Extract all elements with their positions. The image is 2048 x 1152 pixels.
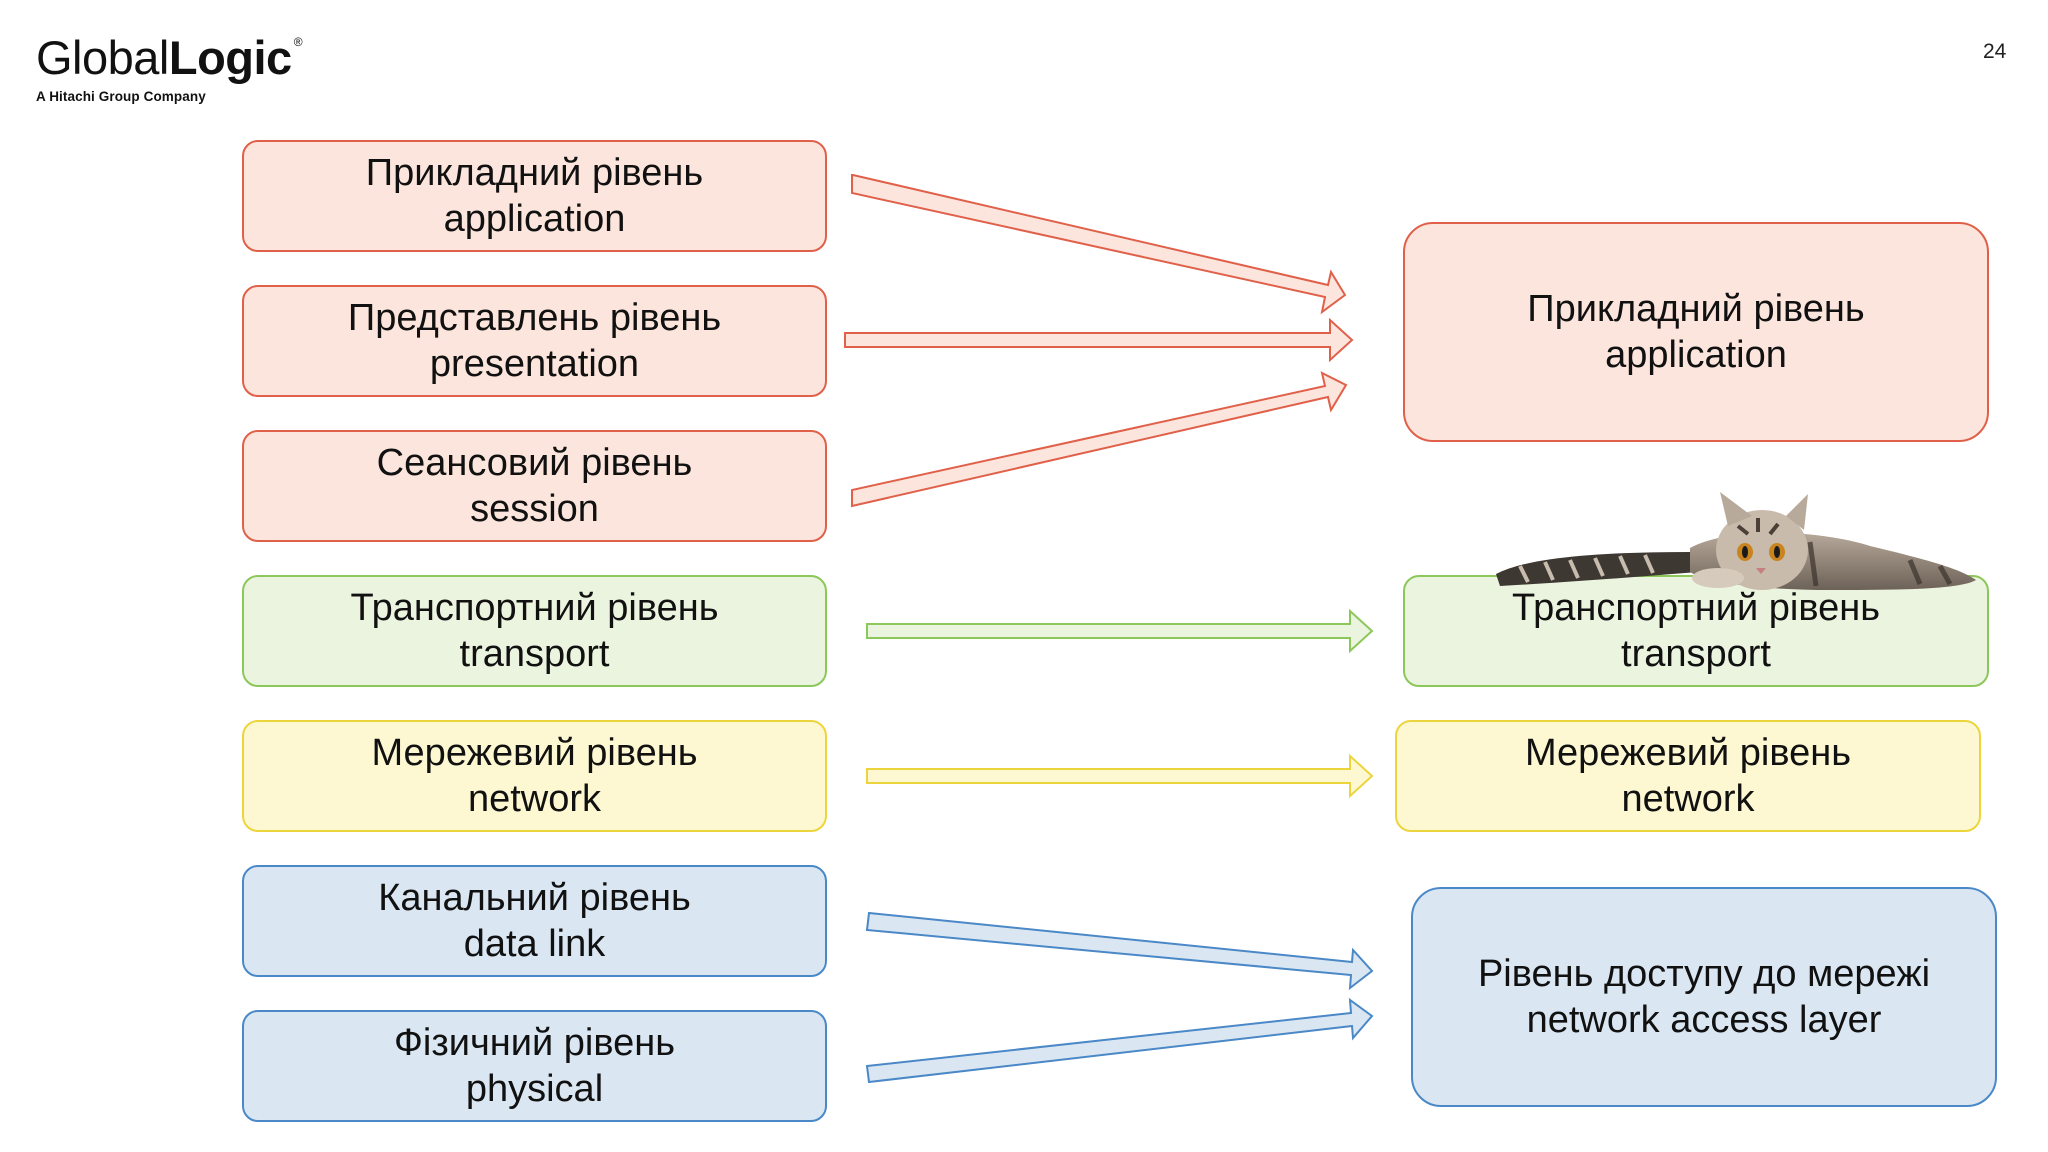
osi-layer-title: Фізичний рівень: [393, 1022, 676, 1064]
osi-layer-transport: Транспортний рівень transport: [242, 575, 827, 687]
tcpip-layer-title: Прикладний рівень: [1527, 288, 1865, 330]
logo-name-bold: Logic: [168, 31, 292, 84]
osi-layer-session: Сеансовий рівень session: [242, 430, 827, 542]
osi-layer-data-link: Канальний рівень data link: [242, 865, 827, 977]
tcpip-layer-network: Мережевий рівень network: [1395, 720, 1981, 832]
osi-layer-subtitle: data link: [463, 923, 606, 965]
osi-layer-title: Транспортний рівень: [350, 587, 719, 629]
osi-layer-subtitle: session: [470, 488, 599, 530]
osi-layer-subtitle: network: [467, 778, 602, 820]
logo-wordmark: GlobalLogic®: [36, 31, 303, 84]
osi-layer-presentation: Представлень рівень presentation: [242, 285, 827, 397]
osi-layer-application: Прикладний рівень application: [242, 140, 827, 252]
osi-layer-physical: Фізичний рівень physical: [242, 1010, 827, 1122]
osi-layer-subtitle: physical: [465, 1068, 604, 1110]
arrow-session-to-application: [851, 371, 1348, 508]
osi-layer-title: Представлень рівень: [347, 297, 722, 339]
arrow-data-link-to-network-access: [865, 911, 1374, 991]
tcpip-layer-subtitle: network access layer: [1526, 999, 1882, 1041]
arrow-network-to-network: [866, 753, 1374, 799]
osi-layer-subtitle: transport: [459, 633, 610, 675]
tcpip-layer-title: Транспортний рівень: [1512, 587, 1880, 629]
tcpip-layer-application: Прикладний рівень application: [1403, 222, 1989, 442]
tcpip-layer-subtitle: transport: [1621, 633, 1771, 675]
arrow-physical-to-network-access: [865, 997, 1374, 1084]
tcpip-layer-transport: Транспортний рівень transport: [1403, 575, 1989, 687]
osi-layer-title: Канальний рівень: [378, 877, 691, 919]
lying-cat-icon: [1496, 492, 1976, 590]
arrow-application-to-application: [851, 174, 1347, 315]
logo-registered-mark: ®: [293, 35, 303, 49]
osi-layer-title: Мережевий рівень: [371, 732, 698, 774]
tcpip-layer-network-access: Рівень доступу до мережі network access …: [1411, 887, 1997, 1107]
osi-layer-title: Прикладний рівень: [365, 152, 704, 194]
osi-layer-title: Сеансовий рівень: [376, 442, 693, 484]
osi-layer-subtitle: presentation: [429, 343, 640, 385]
osi-layer-subtitle: application: [443, 198, 626, 240]
globallogic-logo: GlobalLogic® A Hitachi Group Company: [36, 31, 303, 104]
logo-name-light: Global: [36, 31, 169, 84]
arrow-presentation-to-application: [844, 317, 1354, 363]
tcpip-layer-title: Рівень доступу до мережі: [1477, 953, 1931, 995]
tcpip-layer-subtitle: application: [1605, 334, 1787, 376]
tcpip-layer-title: Мережевий рівень: [1524, 732, 1852, 774]
logo-tagline: A Hitachi Group Company: [36, 89, 206, 104]
slide-number: 24: [1983, 40, 2007, 63]
osi-layer-network: Мережевий рівень network: [242, 720, 827, 832]
tcpip-layer-subtitle: network: [1621, 778, 1755, 820]
arrow-transport-to-transport: [866, 608, 1374, 654]
